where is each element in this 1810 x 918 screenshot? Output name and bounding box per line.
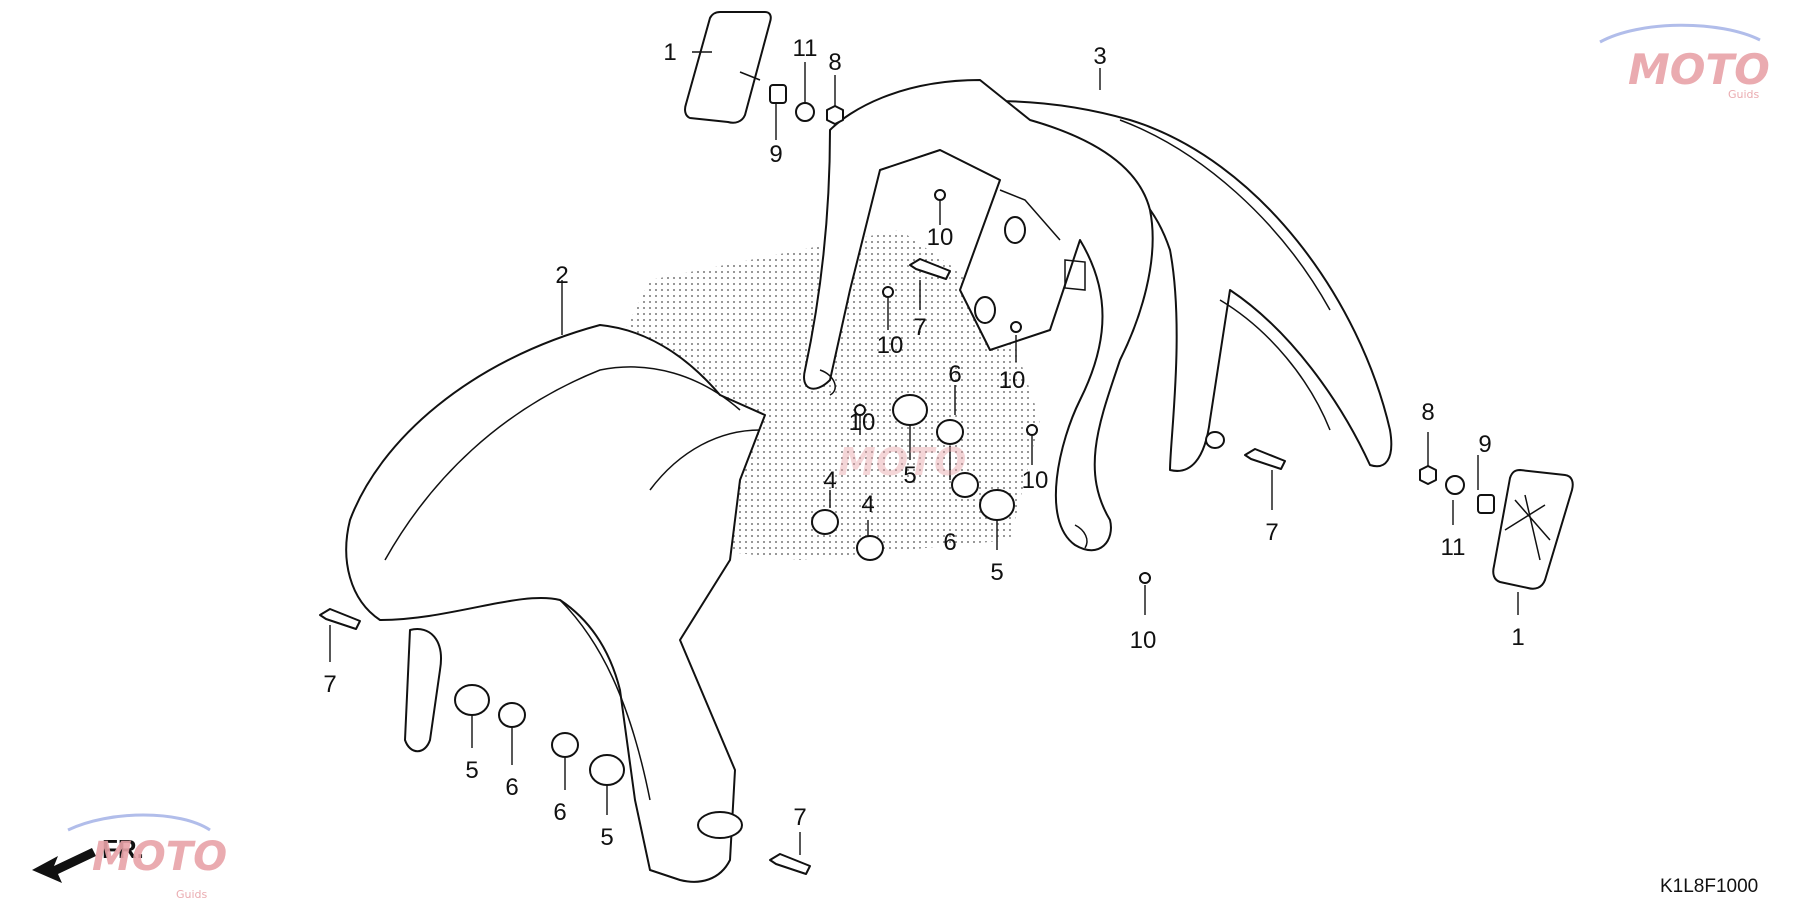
callout-7-c: 7 xyxy=(323,671,336,698)
watermark-text-top: MOTO xyxy=(1628,45,1770,94)
part-3-inner-fender xyxy=(803,79,1393,552)
callout-5-a: 5 xyxy=(903,462,916,489)
watermark-logo-bottom: MOTO Guids xyxy=(67,813,227,901)
callout-9-top: 9 xyxy=(769,141,782,168)
callout-8-top: 8 xyxy=(828,49,841,76)
callout-6-c: 6 xyxy=(505,774,518,801)
fasteners xyxy=(319,84,1495,875)
callout-10-c: 10 xyxy=(999,367,1026,394)
callout-6-a: 6 xyxy=(948,361,961,388)
callout-8-right: 8 xyxy=(1421,399,1434,426)
callout-10-e: 10 xyxy=(1022,467,1049,494)
watermark-sub-top: Guids xyxy=(1728,88,1760,101)
callout-11-top: 11 xyxy=(793,35,818,62)
callout-7-d: 7 xyxy=(793,804,806,831)
watermark-sub-bottom: Guids xyxy=(176,888,208,901)
watermark-logo-center: MOTO xyxy=(838,440,966,484)
callout-7-b: 7 xyxy=(1265,519,1278,546)
front-arrow-icon: FR. xyxy=(32,834,144,883)
callout-4-b: 4 xyxy=(861,491,874,518)
diagram-code: K1L8F1000 xyxy=(1660,876,1758,897)
callout-7-a: 7 xyxy=(913,314,926,341)
callout-10-a: 10 xyxy=(927,224,954,251)
watermark-text-center: MOTO xyxy=(838,440,966,484)
callout-10-d: 10 xyxy=(849,409,876,436)
callout-1-left: 1 xyxy=(663,39,676,66)
callout-3: 3 xyxy=(1093,43,1106,70)
callout-labels: 1 11 8 9 3 2 10 7 10 6 10 10 4 5 10 4 6 … xyxy=(323,35,1524,851)
watermark-text-bottom: MOTO xyxy=(92,834,227,880)
callout-6-d: 6 xyxy=(553,799,566,826)
part-1-reflector-right xyxy=(1492,469,1574,590)
callout-5-b: 5 xyxy=(990,559,1003,586)
part-1-reflector-left xyxy=(684,11,772,124)
callout-1-right: 1 xyxy=(1511,624,1524,651)
callout-2: 2 xyxy=(555,262,568,289)
watermark-logo-top: MOTO Guids xyxy=(1599,23,1770,101)
callout-5-c: 5 xyxy=(465,757,478,784)
callout-9-right: 9 xyxy=(1478,431,1491,458)
part-2-front-fender xyxy=(345,324,766,883)
front-label: FR. xyxy=(102,834,144,864)
callout-5-d: 5 xyxy=(600,824,613,851)
callout-4-a: 4 xyxy=(823,467,836,494)
callout-6-b: 6 xyxy=(943,529,956,556)
callout-10-b: 10 xyxy=(877,332,904,359)
callout-10-f: 10 xyxy=(1130,627,1157,654)
leader-lines xyxy=(329,51,1519,855)
callout-11-right: 11 xyxy=(1441,534,1466,561)
